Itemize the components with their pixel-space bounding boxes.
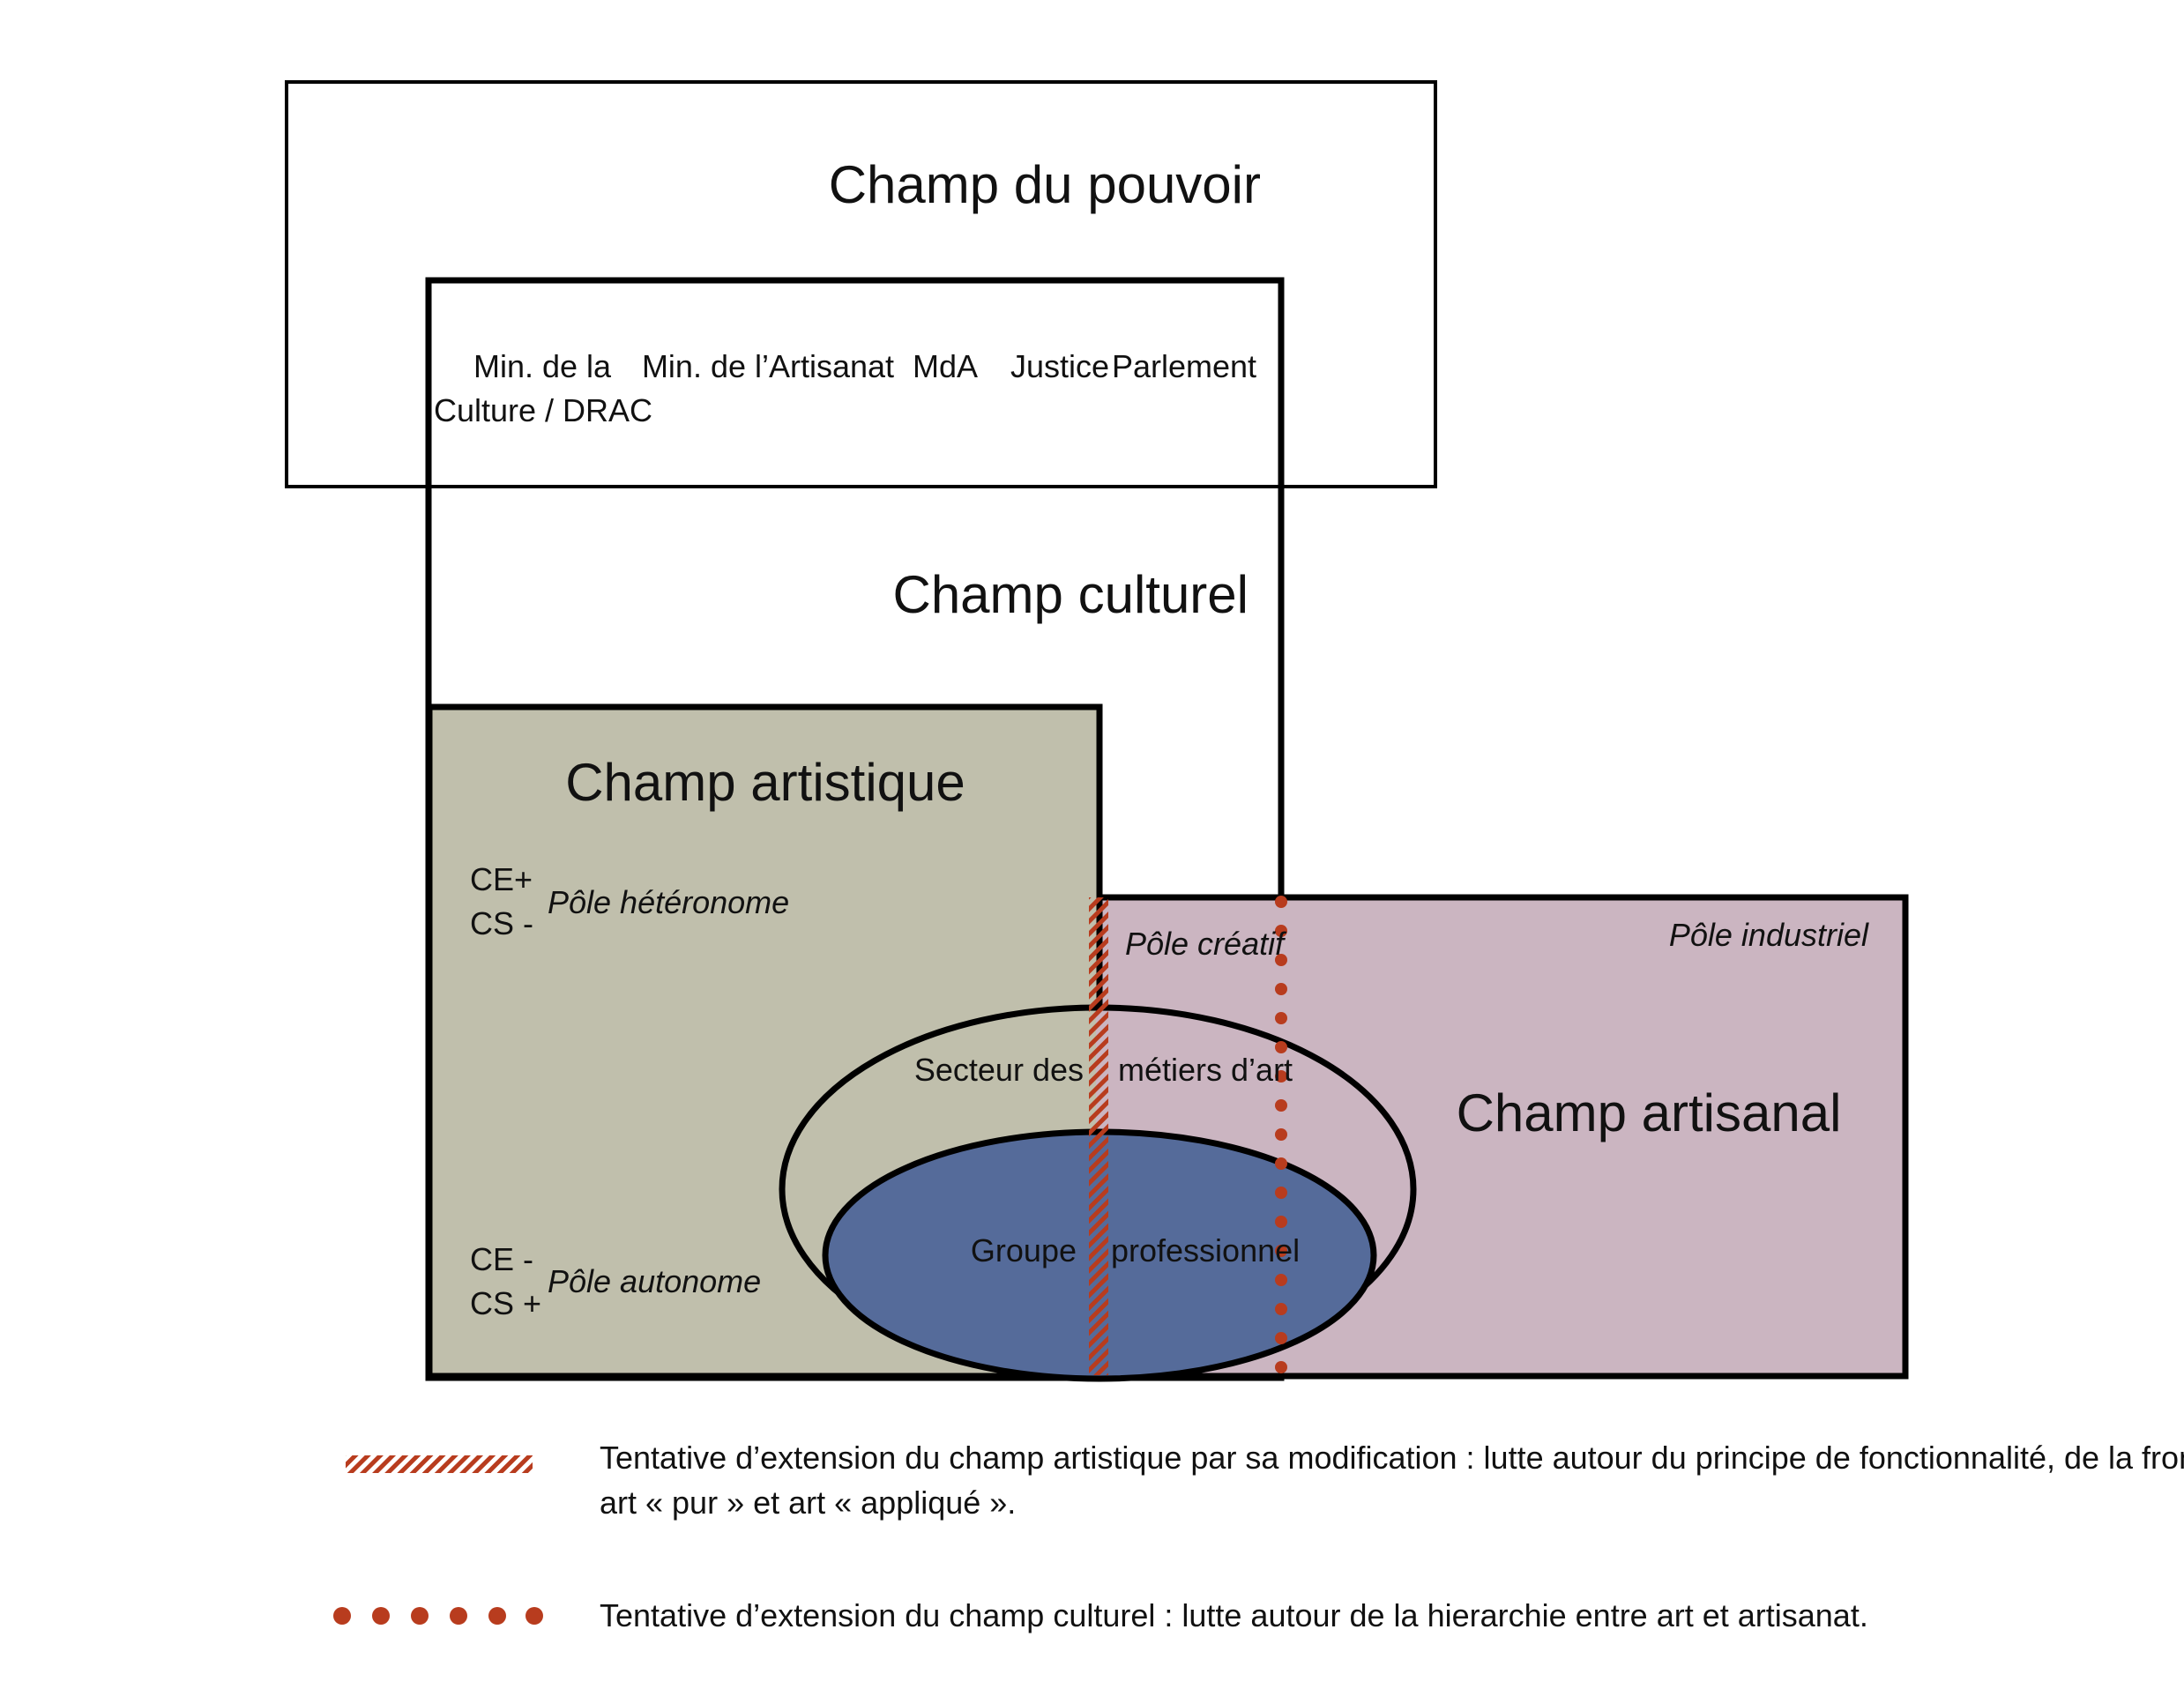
- legend-hatched-line2: art « pur » et art « appliqué ».: [600, 1484, 1016, 1521]
- champ-du-pouvoir-title: Champ du pouvoir: [829, 155, 1261, 214]
- legend-dot: [372, 1607, 390, 1625]
- hatched-border: [1089, 897, 1108, 1375]
- legend-dot: [411, 1607, 429, 1625]
- pole-creatif: Pôle créatif: [1125, 926, 1287, 962]
- institution-culture-line1: Min. de la: [473, 348, 612, 384]
- legend-dotted-text: Tentative d’extension du champ culturel …: [600, 1597, 1868, 1633]
- legend-dot: [526, 1607, 543, 1625]
- pole-heteronome-cs: CS -: [470, 905, 533, 941]
- champ-culturel-title: Champ culturel: [892, 565, 1249, 624]
- dot: [1275, 1303, 1287, 1315]
- legend-hatched-line1: Tentative d’extension du champ artistiqu…: [600, 1440, 2184, 1476]
- dot: [1275, 1245, 1287, 1257]
- pole-autonome-cs: CS +: [470, 1285, 541, 1321]
- legend-hatched-swatch: [346, 1455, 533, 1473]
- dot: [1275, 1216, 1287, 1228]
- dot: [1275, 1099, 1287, 1112]
- dot: [1275, 954, 1287, 966]
- dot: [1275, 1187, 1287, 1199]
- dot: [1275, 896, 1287, 908]
- dot: [1275, 983, 1287, 995]
- pole-autonome-ce: CE -: [470, 1241, 533, 1277]
- legend-dot: [488, 1607, 506, 1625]
- dot: [1275, 1070, 1287, 1083]
- champ-artisanal-title: Champ artisanal: [1457, 1083, 1842, 1142]
- dot: [1275, 1041, 1287, 1053]
- legend: Tentative d’extension du champ artistiqu…: [333, 1440, 2184, 1633]
- institution-justice: Justice: [1010, 348, 1109, 384]
- groupe-label-left: Groupe: [971, 1232, 1077, 1269]
- legend-dot: [450, 1607, 467, 1625]
- pole-heteronome-ce: CE+: [470, 861, 533, 897]
- legend-dotted-swatch: [333, 1607, 543, 1625]
- champ-du-pouvoir-box: [285, 80, 1437, 488]
- dot: [1275, 1157, 1287, 1170]
- champ-artistique-title: Champ artistique: [565, 753, 965, 812]
- dot: [1275, 1361, 1287, 1373]
- institution-culture-line2: Culture / DRAC: [434, 392, 652, 428]
- dot: [1275, 1274, 1287, 1286]
- pole-industriel: Pôle industriel: [1669, 917, 1869, 953]
- pole-autonome: Pôle autonome: [548, 1263, 761, 1299]
- dotted-border: [1275, 896, 1287, 1373]
- institution-artisanat: Min. de l’Artisanat: [642, 348, 894, 384]
- institution-mda: MdA: [913, 348, 978, 384]
- dot: [1275, 1128, 1287, 1141]
- secteur-label-left: Secteur des: [914, 1052, 1084, 1088]
- legend-dot: [333, 1607, 351, 1625]
- groupe-label-right: professionnel: [1111, 1232, 1300, 1269]
- secteur-label-right: métiers d’art: [1118, 1052, 1293, 1088]
- dot: [1275, 925, 1287, 937]
- dot: [1275, 1012, 1287, 1024]
- dot: [1275, 1332, 1287, 1344]
- pole-heteronome: Pôle hétéronome: [548, 884, 789, 920]
- institution-parlement: Parlement: [1112, 348, 1256, 384]
